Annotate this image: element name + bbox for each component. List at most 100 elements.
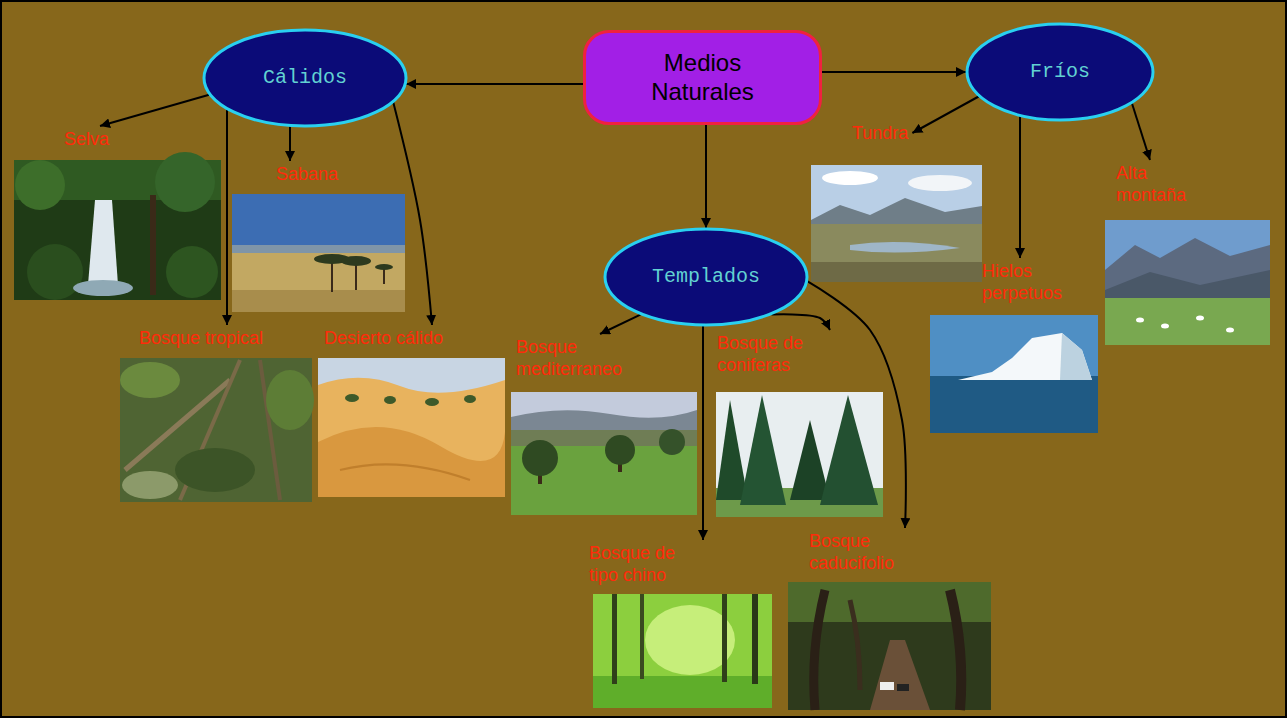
biome-label: Sabana [272, 161, 342, 189]
meadow [511, 446, 697, 515]
acacia-trunk [383, 268, 385, 284]
sky [811, 165, 982, 282]
mountains [1105, 238, 1270, 300]
root-box: Medios Naturales [583, 30, 822, 125]
waterfall [88, 200, 118, 285]
node-text: Bosque caducifolio [809, 531, 921, 574]
oak [605, 435, 635, 465]
leaves [266, 370, 314, 430]
ellipse-shape [605, 229, 807, 325]
mountains [1105, 270, 1270, 300]
arrow-connector [912, 97, 978, 134]
cloud [908, 175, 972, 191]
sheep [1196, 316, 1204, 321]
photo-ground [788, 582, 991, 710]
acacia-trunk [331, 260, 333, 292]
grassland [232, 253, 405, 312]
plain [811, 224, 982, 282]
hielos-photo [930, 315, 1098, 433]
leaves [122, 471, 178, 499]
arrow-connector [1019, 116, 1021, 258]
foliage [15, 160, 65, 210]
mountains [811, 198, 982, 225]
category-ellipse: Cálidos [202, 28, 408, 128]
trunk [538, 462, 542, 484]
biome-label: Tundra [848, 120, 912, 148]
trunk [814, 590, 825, 710]
node-text: Bosque tropical [139, 328, 263, 350]
photo-ground [593, 594, 772, 708]
tipo-chino-photo [593, 594, 772, 708]
acacia-trunk [355, 262, 357, 290]
iceberg [958, 333, 1092, 380]
arrow-connector [808, 281, 906, 528]
branch [125, 380, 230, 470]
trunk [640, 594, 644, 679]
oak [659, 429, 685, 455]
biome-label: Bosque de tipo chino [585, 540, 707, 589]
tundra-photo [811, 165, 982, 282]
hills [511, 410, 697, 432]
desierto-photo [318, 358, 505, 497]
biome-label: Bosque tropical [135, 325, 267, 353]
bosque-tropical-photo [120, 358, 314, 502]
node-text: Selva [64, 129, 109, 151]
node-text: Tundra [852, 123, 908, 145]
trunk [150, 195, 156, 295]
conifer [740, 395, 786, 505]
leaves [120, 362, 180, 398]
pool [73, 280, 133, 296]
node-text: Fríos [1030, 60, 1090, 84]
caducifolio-photo [788, 582, 991, 710]
branch [180, 360, 240, 500]
conifer [820, 395, 878, 505]
node-text: Bosque de tipo chino [589, 543, 703, 586]
grass [716, 488, 883, 517]
alta-montana-photo [1105, 220, 1270, 345]
grass [593, 676, 772, 708]
category-ellipse: Fríos [965, 22, 1155, 122]
sabana-photo [232, 194, 405, 312]
canopy [788, 582, 991, 622]
node-text: Hielos perpetuos [982, 261, 1099, 304]
dune [318, 378, 505, 497]
light [645, 605, 735, 675]
mediterraneo-photo [511, 392, 697, 515]
biome-label: Hielos perpetuos [978, 258, 1103, 307]
sky [716, 392, 883, 517]
acacia-top [375, 264, 393, 270]
trunk [618, 454, 622, 472]
cow [880, 682, 894, 690]
palm [425, 398, 439, 406]
node-text: Bosque de coniferas [717, 333, 839, 376]
foliage [155, 152, 215, 212]
field [511, 430, 697, 448]
foliage [166, 246, 218, 298]
palm [345, 394, 359, 402]
connectors [100, 72, 1150, 540]
sheep [1226, 328, 1234, 333]
arrow-connector [393, 103, 432, 326]
ellipse-shape [204, 30, 406, 126]
trunk [752, 594, 758, 684]
meadow [1105, 298, 1270, 345]
sky [1105, 220, 1270, 345]
arrow-connector [289, 126, 291, 161]
biome-label: Desierto cálido [320, 325, 447, 353]
leaves [175, 448, 255, 492]
palm [464, 395, 476, 403]
branch [260, 360, 280, 500]
node-text: Alta montaña [1116, 163, 1218, 206]
sky [318, 358, 505, 497]
node-text: Cálidos [263, 66, 347, 90]
trunk [722, 594, 727, 682]
biome-label: Bosque de coniferas [713, 330, 843, 379]
foreground [811, 262, 982, 282]
sky [232, 194, 405, 249]
arrow-connector [772, 314, 830, 330]
ellipse-shape [967, 24, 1153, 120]
arrow-connector [226, 110, 228, 325]
biome-label: Bosque mediterraneo [512, 334, 652, 383]
arrow-connector [1132, 103, 1150, 160]
